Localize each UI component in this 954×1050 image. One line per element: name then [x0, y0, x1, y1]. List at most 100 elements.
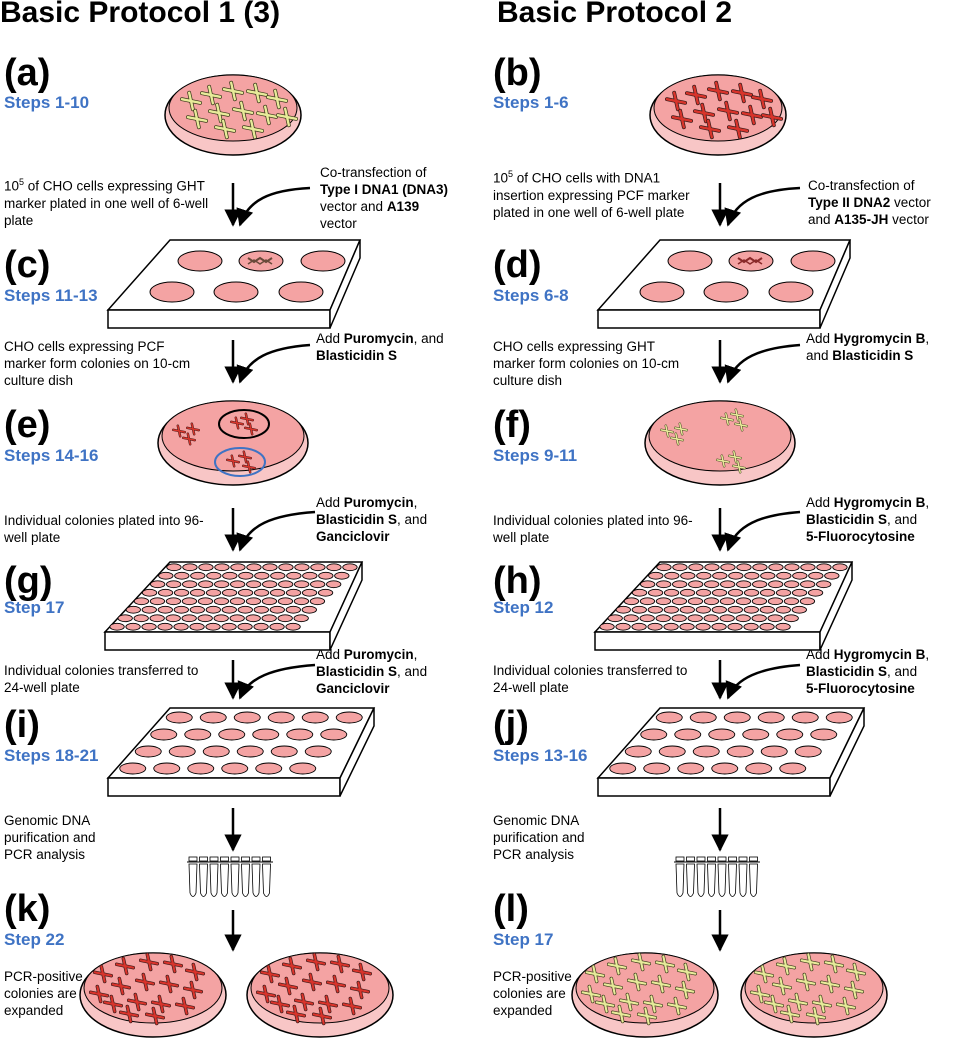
plate-well [119, 762, 147, 775]
plate-well [286, 728, 314, 741]
plate-6well-d [596, 239, 852, 329]
plate-well [270, 571, 286, 580]
plate-well [286, 571, 302, 580]
vector-end-text: vector [320, 216, 357, 231]
add-word: Add [806, 647, 831, 662]
plate-well [214, 563, 230, 572]
cotransfection-note: Co-transfection of Type I DNA1 (DNA3) ve… [320, 164, 480, 232]
plate-well [720, 580, 736, 589]
plate-well [293, 597, 310, 606]
plate-well [719, 597, 736, 606]
description-positive: PCR-positive colonies are expanded [493, 969, 572, 1018]
plate-well [672, 580, 688, 589]
plate-well [285, 588, 302, 597]
tube-cap [230, 856, 240, 862]
plate-well [262, 580, 278, 589]
plate-well [695, 622, 711, 631]
drug-2: Blasticidin S [806, 664, 888, 679]
plate-well [255, 762, 283, 775]
plate-well [664, 571, 680, 580]
second-vector-name: A139 [386, 199, 420, 214]
plate-well [238, 571, 254, 580]
plate-well [289, 762, 317, 775]
plate-well [679, 588, 696, 597]
dna-vector-name: Type I DNA1 (DNA3) [320, 182, 449, 197]
plate-well [692, 745, 720, 758]
add-word: Add [316, 647, 341, 662]
plate-well [825, 711, 853, 724]
pcr-tube [230, 863, 240, 897]
plate-well [687, 597, 704, 606]
plate-well [230, 563, 246, 572]
plate-well [133, 614, 149, 623]
plate-well [663, 622, 679, 631]
drug-1: Hygromycin B [833, 331, 926, 346]
plate-well [671, 614, 687, 623]
pcr-tube [262, 863, 271, 897]
tube-cap [262, 856, 271, 862]
plate-well [744, 571, 760, 580]
plate-well [791, 605, 807, 614]
plate-well [294, 580, 310, 589]
plate-well [720, 563, 736, 572]
plate-well [141, 605, 157, 614]
plate-well [278, 563, 294, 572]
plate-well [301, 711, 329, 724]
add-drugs-d-f: Add Hygromycin B, and Blasticidin S [806, 331, 930, 363]
plate-well [784, 580, 800, 589]
plate-well [197, 597, 214, 606]
plate-well [631, 605, 647, 614]
and-word: and [806, 348, 829, 363]
tube-cap [209, 856, 219, 862]
pcr-tube [696, 863, 706, 897]
panel-label-e: (e) [4, 404, 51, 446]
plate-well [302, 571, 318, 580]
drug-3: 5-Fluorocytosine [806, 529, 915, 544]
and-word: and [894, 664, 918, 679]
plate-well [655, 711, 683, 724]
steps-label-j: Steps 13-16 [493, 746, 588, 765]
plate-well [726, 745, 754, 758]
plate-well [615, 605, 631, 614]
dish-b [649, 74, 787, 156]
steps-label-k: Step 22 [4, 930, 65, 949]
add-word: Add [316, 331, 341, 346]
plate-well [743, 622, 759, 631]
cotransfection-note: Co-transfection of Type II DNA2 vector a… [808, 177, 953, 228]
steps-label-a: Steps 1-10 [4, 93, 90, 112]
plate-well [182, 580, 198, 589]
plate-well [252, 728, 280, 741]
tube-cap [686, 856, 695, 862]
plate-well [808, 571, 824, 580]
plate-well [125, 605, 141, 614]
plate-well [149, 597, 166, 606]
plate-well [309, 597, 326, 606]
plate-well [599, 622, 615, 631]
plate-well [245, 597, 262, 606]
pcr-tube [220, 863, 229, 897]
panel-label-d: (d) [493, 244, 542, 286]
plate-well [711, 588, 728, 597]
pcr-tube [199, 863, 208, 897]
tube-cap [728, 856, 737, 862]
plate-well [269, 588, 286, 597]
add-word: Add [316, 495, 341, 510]
plate-well [187, 762, 215, 775]
plate-well [784, 563, 800, 572]
panel-label-a: (a) [4, 52, 51, 94]
plate-well [623, 614, 639, 623]
cells-plated-text: of CHO cells expressing GHT marker plate… [4, 178, 209, 228]
plate-well [816, 580, 832, 589]
description-individual-24: Individual colonies transferred to 24-we… [493, 663, 688, 695]
plate-well [165, 614, 181, 623]
plate-well [285, 622, 301, 631]
plate-well [253, 622, 269, 631]
tube-cap [717, 856, 727, 862]
add-drugs-h-j: Add Hygromycin B, Blasticidin S, and 5-F… [806, 647, 930, 696]
plate-well [317, 588, 334, 597]
plate-well [775, 588, 792, 597]
plate-well [304, 745, 332, 758]
plate-well [704, 563, 720, 572]
exponent: 5 [19, 177, 25, 187]
plate-well [157, 622, 173, 631]
